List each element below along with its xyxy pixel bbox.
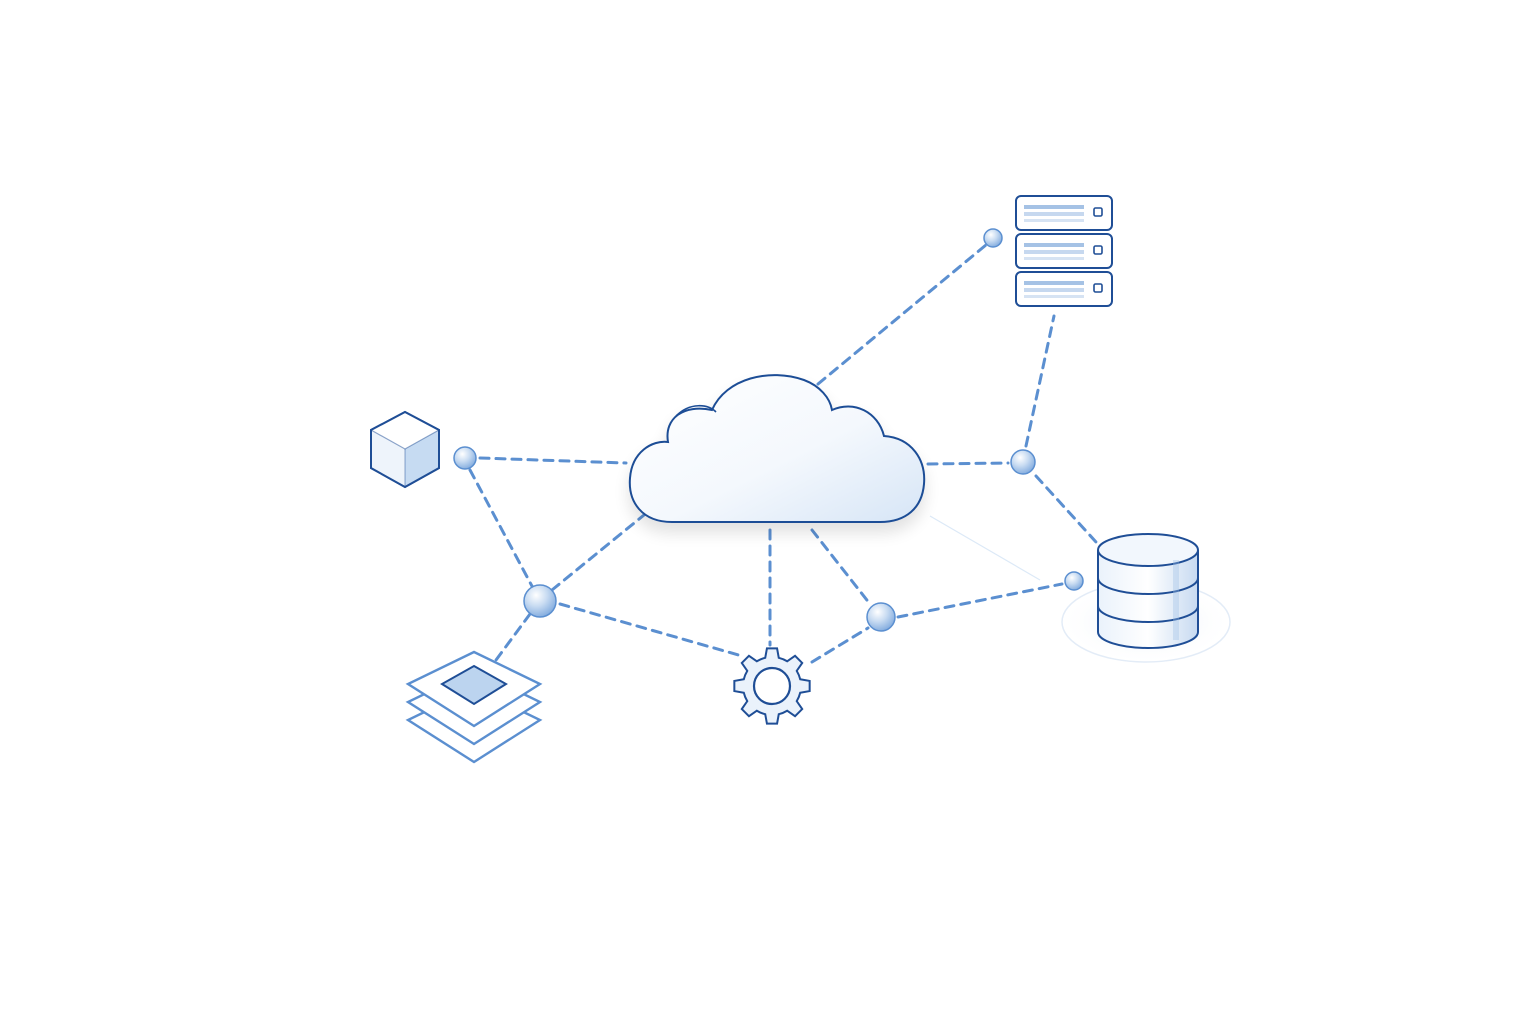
node-server-link: [983, 228, 1003, 248]
server-unit: [1015, 271, 1113, 307]
database-icon: [1060, 533, 1232, 664]
link-left-node-cloud: [550, 513, 646, 592]
link-left-node-layers: [494, 612, 532, 662]
server-rack-icon: [1015, 195, 1113, 307]
link-right-node-server: [1024, 314, 1056, 448]
node-left-hub: [523, 584, 557, 618]
gear-icon: [733, 647, 811, 725]
link-cube-node-left-node: [468, 468, 535, 590]
layers-icon: [405, 650, 543, 764]
server-unit: [1015, 195, 1113, 231]
cloud-shape: [628, 374, 926, 523]
link-right-node-database: [1034, 474, 1098, 544]
cloud-inner-line: [675, 404, 717, 417]
server-unit: [1015, 233, 1113, 269]
link-cube-node-cloud: [478, 456, 628, 465]
link-cloud-mid-node: [810, 528, 872, 606]
nodes: [453, 228, 1084, 632]
link-left-node-gear: [558, 602, 744, 658]
node-center-hub: [866, 602, 896, 632]
node-cube-link: [453, 446, 477, 470]
link-cloud-server-node: [816, 238, 994, 386]
node-database-link: [1064, 571, 1084, 591]
link-cloud-db-node-solid: [929, 515, 1041, 581]
link-cloud-right-node: [926, 461, 1010, 466]
cube-icon: [370, 410, 440, 489]
connection-lines: [468, 238, 1098, 664]
link-mid-node-db-node: [896, 582, 1064, 619]
cloud-icon: [628, 374, 926, 523]
node-right-hub: [1010, 449, 1036, 475]
link-gear-mid-node: [810, 626, 870, 664]
